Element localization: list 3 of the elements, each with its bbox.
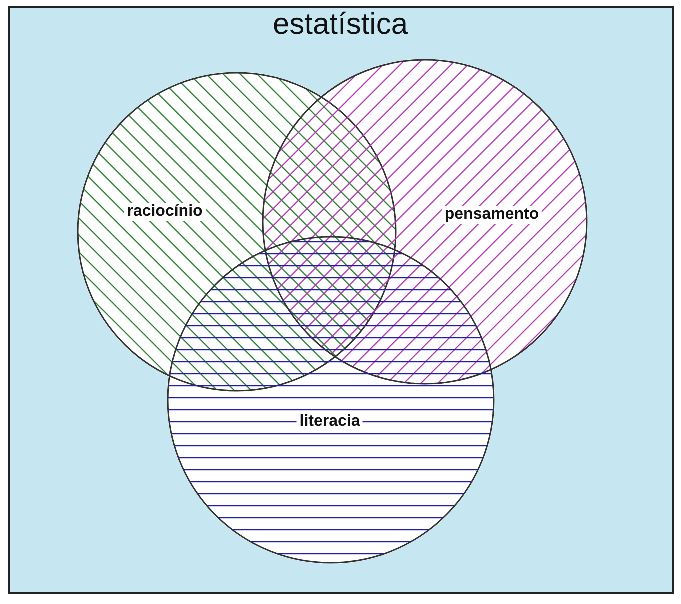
set-label: pensamento — [442, 206, 542, 224]
title: estatística — [272, 8, 410, 42]
set-label: raciocínio — [124, 203, 206, 221]
